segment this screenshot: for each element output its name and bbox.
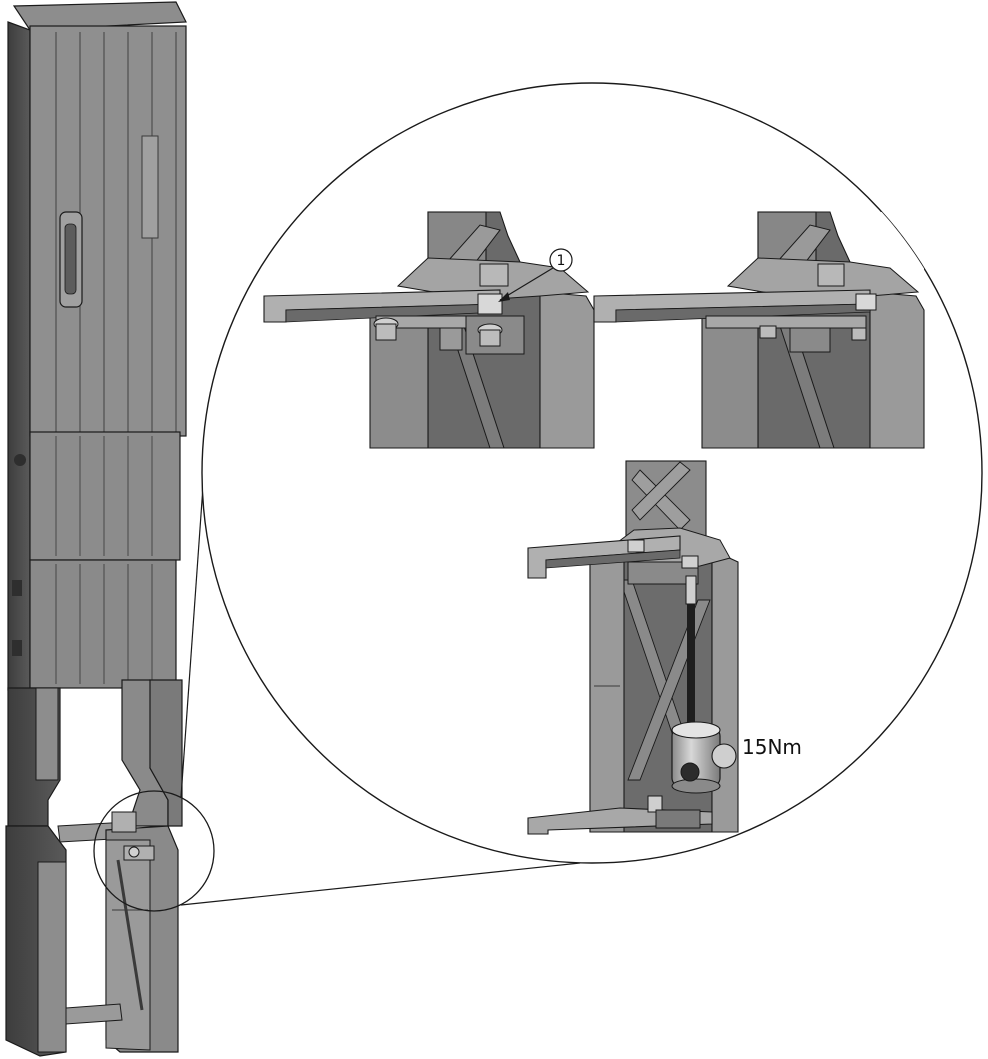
cabinet-middle-section [29, 431, 181, 561]
cabinet-lower-section [29, 559, 177, 689]
cabinet-top-cap [12, 1, 187, 31]
cabinet-label-plate [141, 135, 159, 239]
torque-label: 15Nm [742, 735, 802, 759]
zoom-leader-line-top [180, 457, 206, 798]
detail-view-after [593, 211, 925, 449]
cabinet-door-upper [29, 25, 187, 437]
torque-wrench [671, 721, 737, 794]
detail-view-torque [527, 460, 739, 835]
detail-marker-circle [93, 790, 215, 912]
base-frame [5, 679, 183, 1057]
zoom-leader-line-bottom [180, 862, 581, 906]
cabinet [7, 1, 187, 691]
callout-number-icon: 1 [498, 248, 573, 302]
callout-number-label: 1 [557, 253, 566, 269]
